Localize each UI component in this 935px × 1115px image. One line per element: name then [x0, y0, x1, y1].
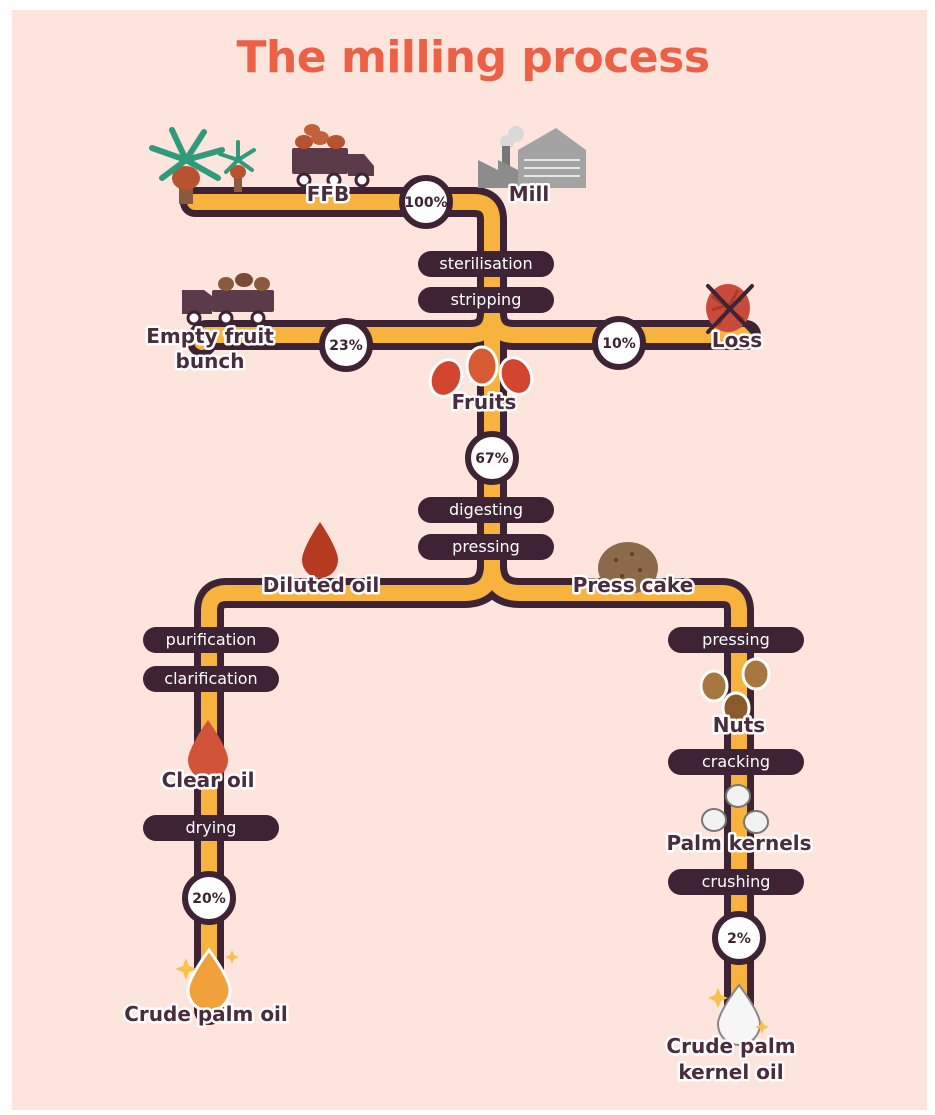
step-label: drying: [186, 818, 237, 837]
node-loss: Loss: [712, 328, 762, 352]
percent-badge-crude-palm-oil: 20%: [182, 871, 236, 925]
node-ffb: FFB: [307, 182, 350, 206]
node-diluted-oil: Diluted oil: [263, 573, 379, 597]
node-mill: Mill: [509, 182, 549, 206]
node-empty-fruit-bunch-line1: Empty fruit: [146, 324, 274, 348]
oil-drop-icon: [188, 720, 228, 780]
node-fruits: Fruits: [452, 390, 517, 414]
oil-drop-icon: [302, 522, 338, 578]
step-drying: drying: [143, 815, 279, 841]
step-stripping: stripping: [418, 287, 554, 313]
node-nuts: Nuts: [713, 713, 765, 737]
percent-badge-loss: 10%: [592, 316, 646, 370]
percent-value: 23%: [329, 338, 363, 354]
kernels-icon: [701, 784, 769, 834]
page-title: The milling process: [236, 32, 709, 83]
percent-badge-empty-fruit-bunch: 23%: [319, 318, 373, 372]
node-empty-fruit-bunch-line2: bunch: [176, 349, 245, 373]
step-label: clarification: [164, 669, 257, 688]
step-crushing: crushing: [668, 869, 804, 895]
sparkle-drop-icon: [708, 983, 769, 1046]
percent-badge-ffb: 100%: [399, 175, 453, 229]
palm-fruits-icon: [428, 345, 534, 398]
crossed-bunch-icon: [706, 284, 754, 334]
step-label: pressing: [702, 630, 770, 649]
pipe-network: [180, 187, 761, 1025]
percent-value: 67%: [475, 451, 509, 467]
node-palm-kernels: Palm kernels: [666, 831, 811, 855]
press-cake-icon: [598, 542, 658, 594]
node-crude-palm-oil: Crude palm oil: [124, 1002, 288, 1026]
sparkle-drop-icon: [175, 947, 239, 1013]
mill-factory-icon: [478, 126, 586, 188]
step-label: purification: [166, 630, 257, 649]
palm-trees-icon: [149, 127, 256, 204]
step-digesting: digesting: [418, 497, 554, 523]
node-crude-palm-kernel-oil-line2: kernel oil: [678, 1060, 783, 1084]
nuts-icon: [699, 657, 771, 725]
step-label: pressing: [452, 537, 520, 556]
step-label: stripping: [451, 290, 522, 309]
percent-value: 10%: [602, 336, 636, 352]
step-sterilisation: sterilisation: [418, 251, 554, 277]
step-label: sterilisation: [439, 254, 532, 273]
infographic-canvas: The milling process: [12, 10, 927, 1110]
node-crude-palm-kernel-oil-line1: Crude palm: [666, 1034, 795, 1058]
step-purification: purification: [143, 627, 279, 653]
percent-value: 100%: [404, 195, 447, 211]
node-press-cake: Press cake: [573, 573, 694, 597]
step-clarification: clarification: [143, 666, 279, 692]
step-label: crushing: [702, 872, 771, 891]
step-label: digesting: [449, 500, 523, 519]
percent-badge-crude-palm-kernel-oil: 2%: [712, 911, 766, 965]
step-label: cracking: [702, 752, 770, 771]
percent-value: 2%: [727, 931, 751, 947]
truck-fruit-icon: [292, 124, 374, 188]
milling-process-diagram: The milling process: [122, 32, 814, 1087]
node-clear-oil: Clear oil: [162, 768, 255, 792]
truck-empty-bunch-icon: [182, 273, 274, 326]
step-pressing-cake: pressing: [668, 627, 804, 653]
step-cracking: cracking: [668, 749, 804, 775]
percent-value: 20%: [192, 891, 226, 907]
step-pressing-main: pressing: [418, 534, 554, 560]
percent-badge-fruits: 67%: [465, 431, 519, 485]
